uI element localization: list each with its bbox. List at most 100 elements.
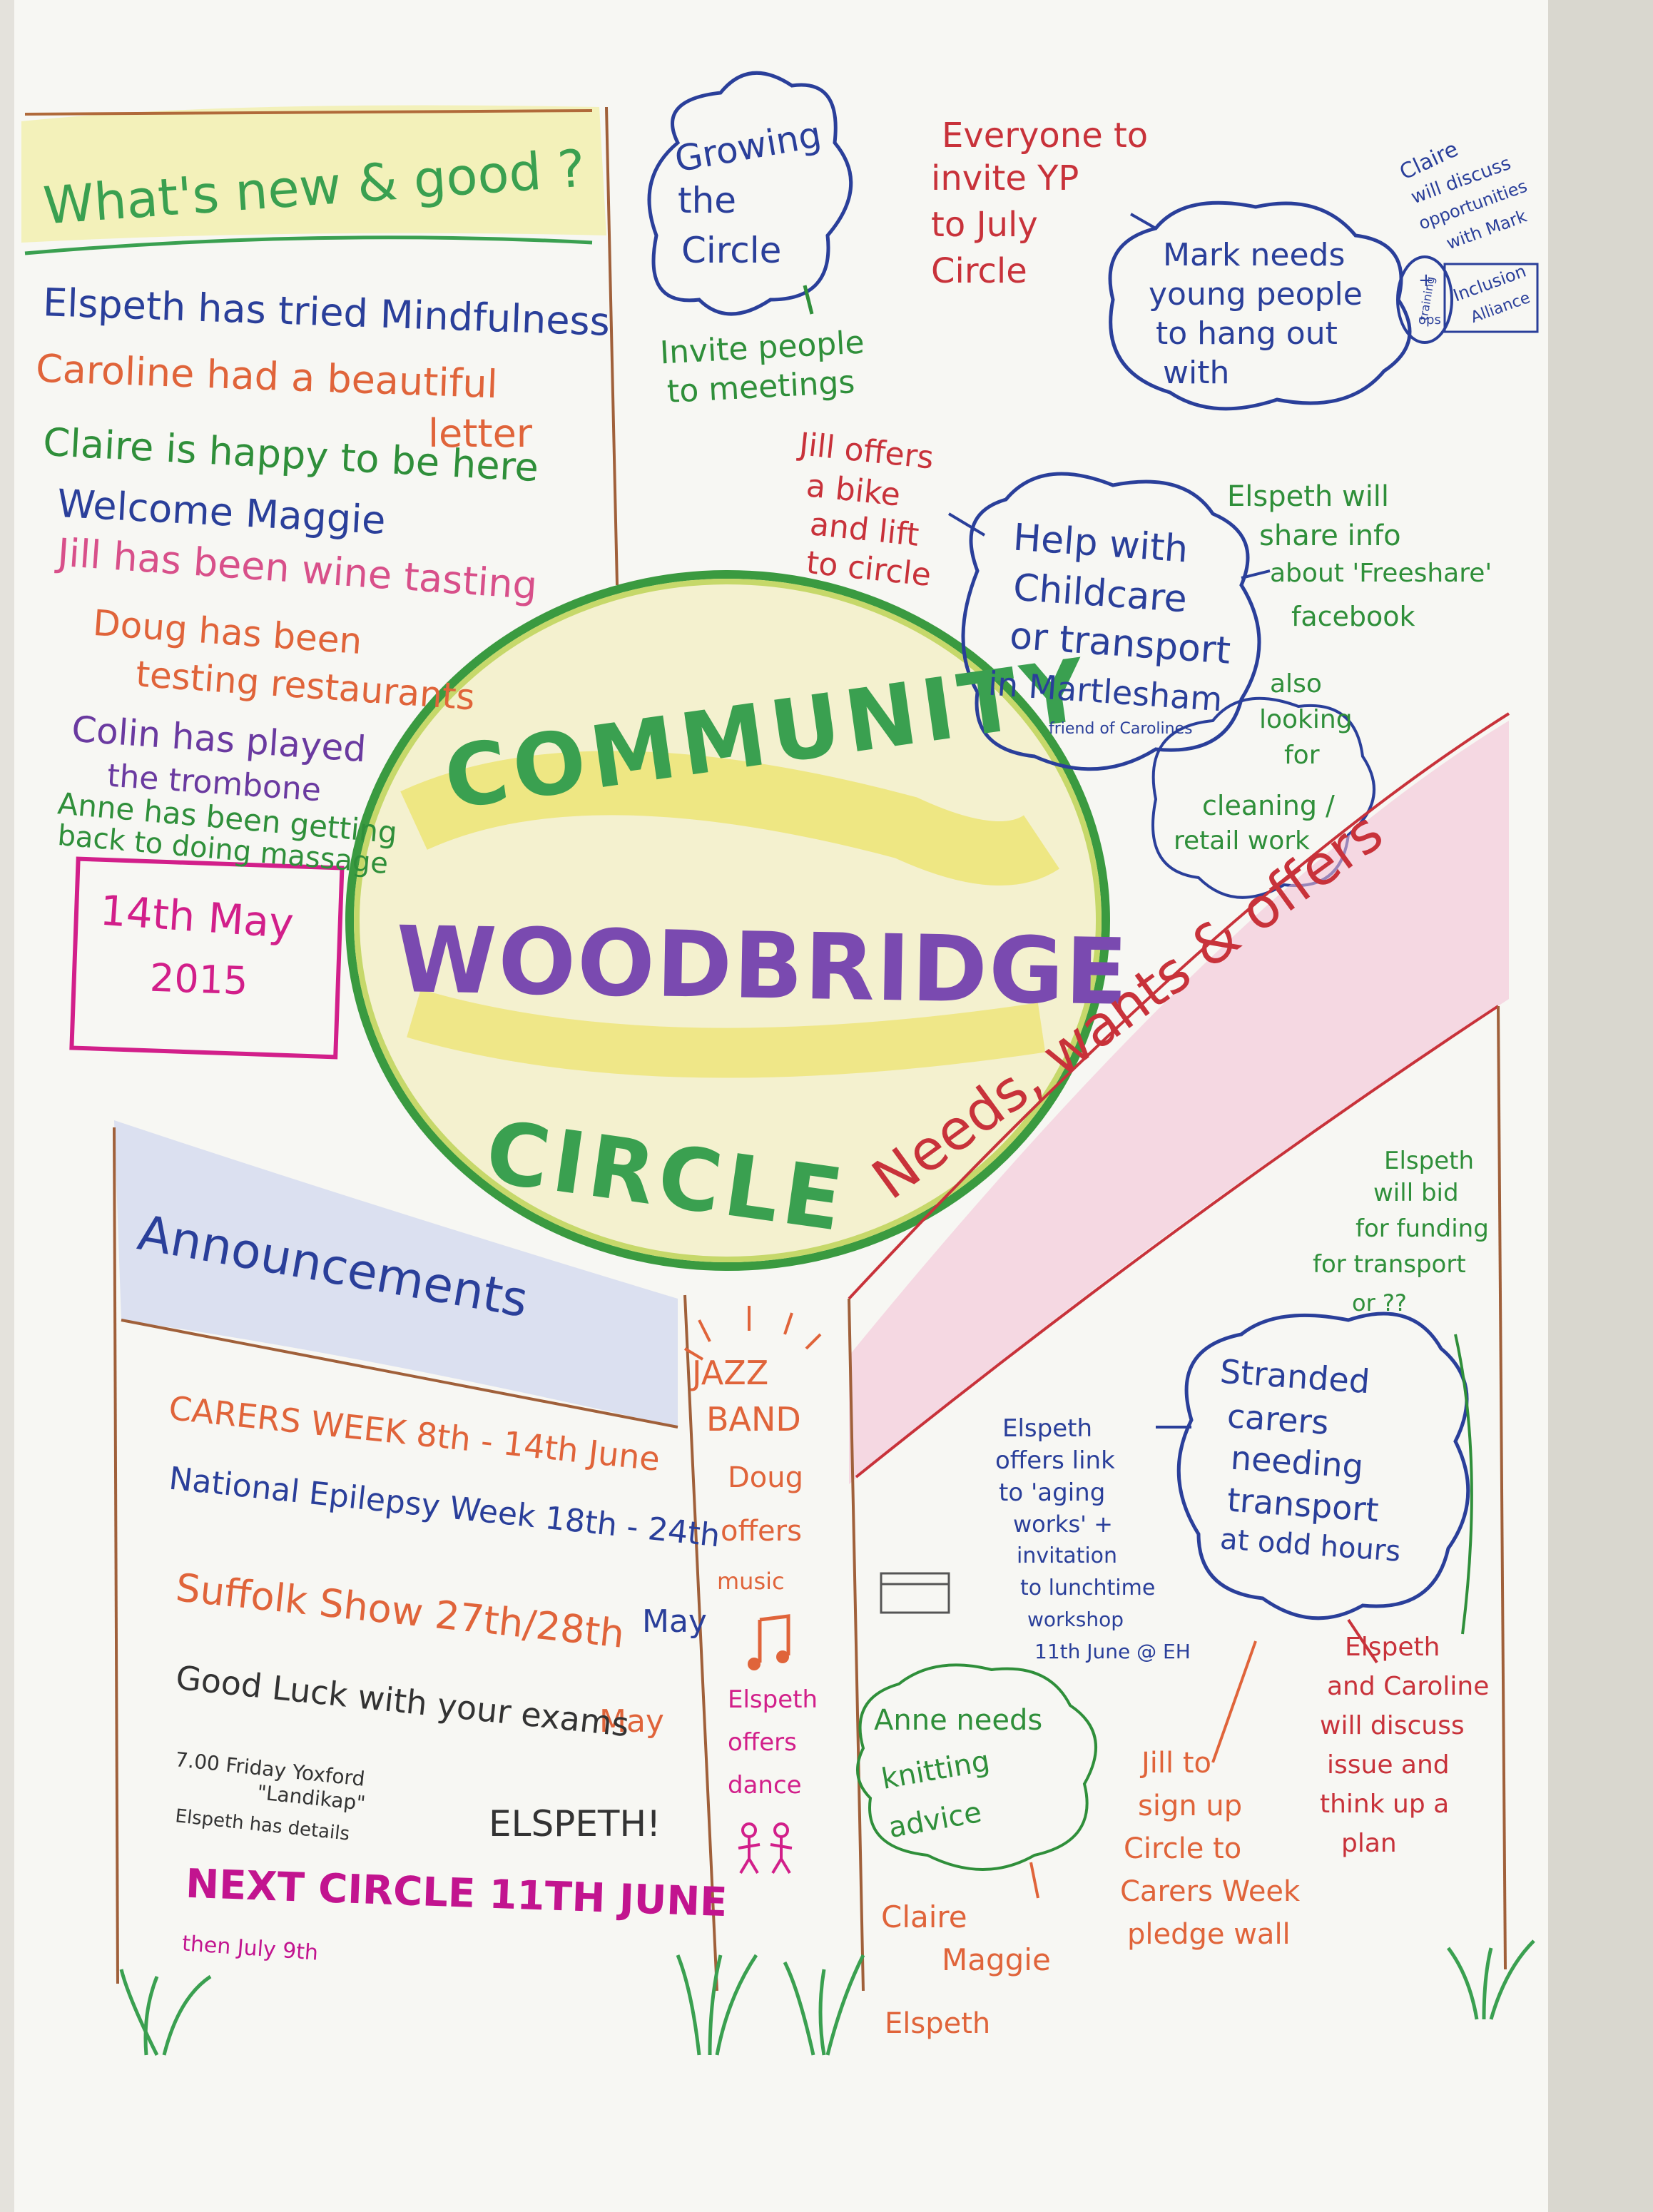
stranded-cloud (1176, 1312, 1470, 1620)
sketch-icon (880, 1572, 950, 1614)
jill-signup-arrow (1211, 1640, 1257, 1763)
grass-icons (119, 1939, 1535, 2056)
elspeth-signature: ELSPETH! (489, 1803, 661, 1845)
young-cloud-line: with (1163, 355, 1230, 391)
funding-line: or ?? (1352, 1289, 1407, 1316)
looking-cloud (1151, 696, 1375, 899)
discuss-line: issue and (1327, 1750, 1450, 1780)
jill-signup-line: Carers Week (1120, 1875, 1301, 1908)
suffolk-month: May (599, 1703, 664, 1740)
dance-line: offers (728, 1728, 797, 1757)
growing-cloud-line: the (678, 180, 737, 221)
announce-right-line (683, 1294, 718, 1992)
yellow-wash-2 (407, 989, 1046, 1078)
plus-line: + (1418, 270, 1434, 291)
discuss-line: plan (1341, 1829, 1397, 1858)
jill-signup-line: Jill to (1141, 1747, 1212, 1780)
young-cloud-line: young people (1149, 276, 1363, 313)
discuss-line: Elspeth (1345, 1633, 1440, 1662)
link-line: Elspeth (1002, 1414, 1093, 1443)
central-circle-inner (354, 579, 1102, 1262)
jazz-rays (683, 1306, 822, 1361)
everyone-line: Circle (931, 251, 1027, 291)
plus-line: ops (1418, 313, 1441, 328)
funding-line: Elspeth (1384, 1147, 1475, 1175)
doug-line: Doug (728, 1461, 804, 1494)
growing-cloud-line: Circle (681, 230, 782, 271)
dance-line: dance (728, 1771, 802, 1800)
wall-background (1534, 0, 1653, 2212)
announce-band-bottom (121, 1319, 678, 1429)
looking-line: cleaning / (1202, 790, 1335, 821)
elspeth-share-line: share info (1259, 519, 1401, 552)
link-line: workshop (1027, 1608, 1124, 1631)
needs-band-fill (849, 721, 1509, 1484)
anne-cloud (856, 1663, 1097, 1871)
date-year: 2015 (148, 955, 249, 1004)
needs-right-line (1497, 1005, 1507, 1970)
link-line: to lunchtime (1020, 1576, 1156, 1600)
helper-line: Claire (881, 1899, 967, 1934)
elspeth-share-line: Elspeth will (1227, 480, 1390, 513)
needs-band-bottom (855, 1005, 1500, 1478)
dancers-icon (738, 1822, 793, 1874)
central-circle-fill (350, 574, 1106, 1267)
growing-arrow (803, 285, 814, 315)
looking-line: looking (1259, 705, 1353, 734)
discuss-line: and Caroline (1327, 1672, 1490, 1701)
yellow-highlight (21, 105, 606, 243)
title-woodbridge: WOODBRIDGE (395, 907, 1130, 1026)
everyone-arrow (1130, 213, 1156, 230)
young-cloud-line: to hang out (1156, 315, 1338, 352)
looking-line: for (1284, 741, 1320, 770)
needs-left-line (848, 1298, 865, 1992)
funding-line: will bid (1373, 1179, 1459, 1207)
link-line: 11th June @ EH (1034, 1640, 1191, 1663)
doug-line: offers (721, 1515, 802, 1548)
everyone-line: invite YP (931, 158, 1079, 198)
whats-new-right-line (605, 106, 619, 586)
link-line: works' + (1013, 1511, 1113, 1538)
jill-signup-line: pledge wall (1127, 1918, 1291, 1951)
discuss-arrow (1347, 1618, 1378, 1664)
yellow-wash-1 (400, 751, 1059, 886)
helper-line: Elspeth (885, 2007, 991, 2040)
friend-note: friend of Carolines (1049, 720, 1193, 738)
looking-line: also (1270, 669, 1322, 699)
link-line: offers link (995, 1446, 1115, 1475)
young-cloud-line: Mark needs (1163, 237, 1346, 273)
funding-arrow (1454, 1334, 1473, 1635)
everyone-line: to July (931, 205, 1038, 245)
poster-drawings (21, 71, 1539, 2056)
needs-band-top (848, 712, 1510, 1300)
stranded-line: carers (1226, 1396, 1331, 1442)
whats-new-top-line (24, 109, 593, 116)
link-line: to 'aging (999, 1478, 1106, 1507)
childcare-cloud (961, 472, 1261, 771)
anne-line: Anne needs (874, 1704, 1043, 1737)
jill-signup-line: Circle to (1124, 1832, 1242, 1865)
growing-cloud (647, 71, 853, 316)
central-circle-outline (345, 570, 1110, 1271)
discuss-line: think up a (1320, 1790, 1450, 1819)
helper-line: Maggie (942, 1942, 1051, 1977)
jazz-band: JAZZ (692, 1354, 769, 1392)
doug-line: music (717, 1568, 785, 1595)
jill-arrow (947, 512, 986, 537)
jill-signup-line: sign up (1138, 1790, 1243, 1822)
jazz-band: BAND (706, 1400, 801, 1439)
link-line: invitation (1017, 1543, 1118, 1568)
everyone-line: Everyone to (942, 116, 1149, 156)
looking-line: retail work (1174, 826, 1310, 856)
date-box (69, 856, 345, 1060)
whats-new-item: letter (428, 411, 532, 456)
announce-left-line (113, 1127, 119, 1984)
inclusion-box (1443, 263, 1539, 333)
funding-line: for transport (1313, 1250, 1466, 1279)
dance-line: Elspeth (728, 1685, 818, 1714)
elspeth-share-line: about 'Freeshare' (1270, 559, 1492, 588)
elspeth-arrow (1241, 569, 1271, 579)
funding-line: for funding (1356, 1214, 1489, 1243)
stranded-line: needing (1229, 1438, 1365, 1486)
flipchart-paper: COMMUNITY WOODBRIDGE CIRCLE What's new &… (14, 0, 1548, 2212)
